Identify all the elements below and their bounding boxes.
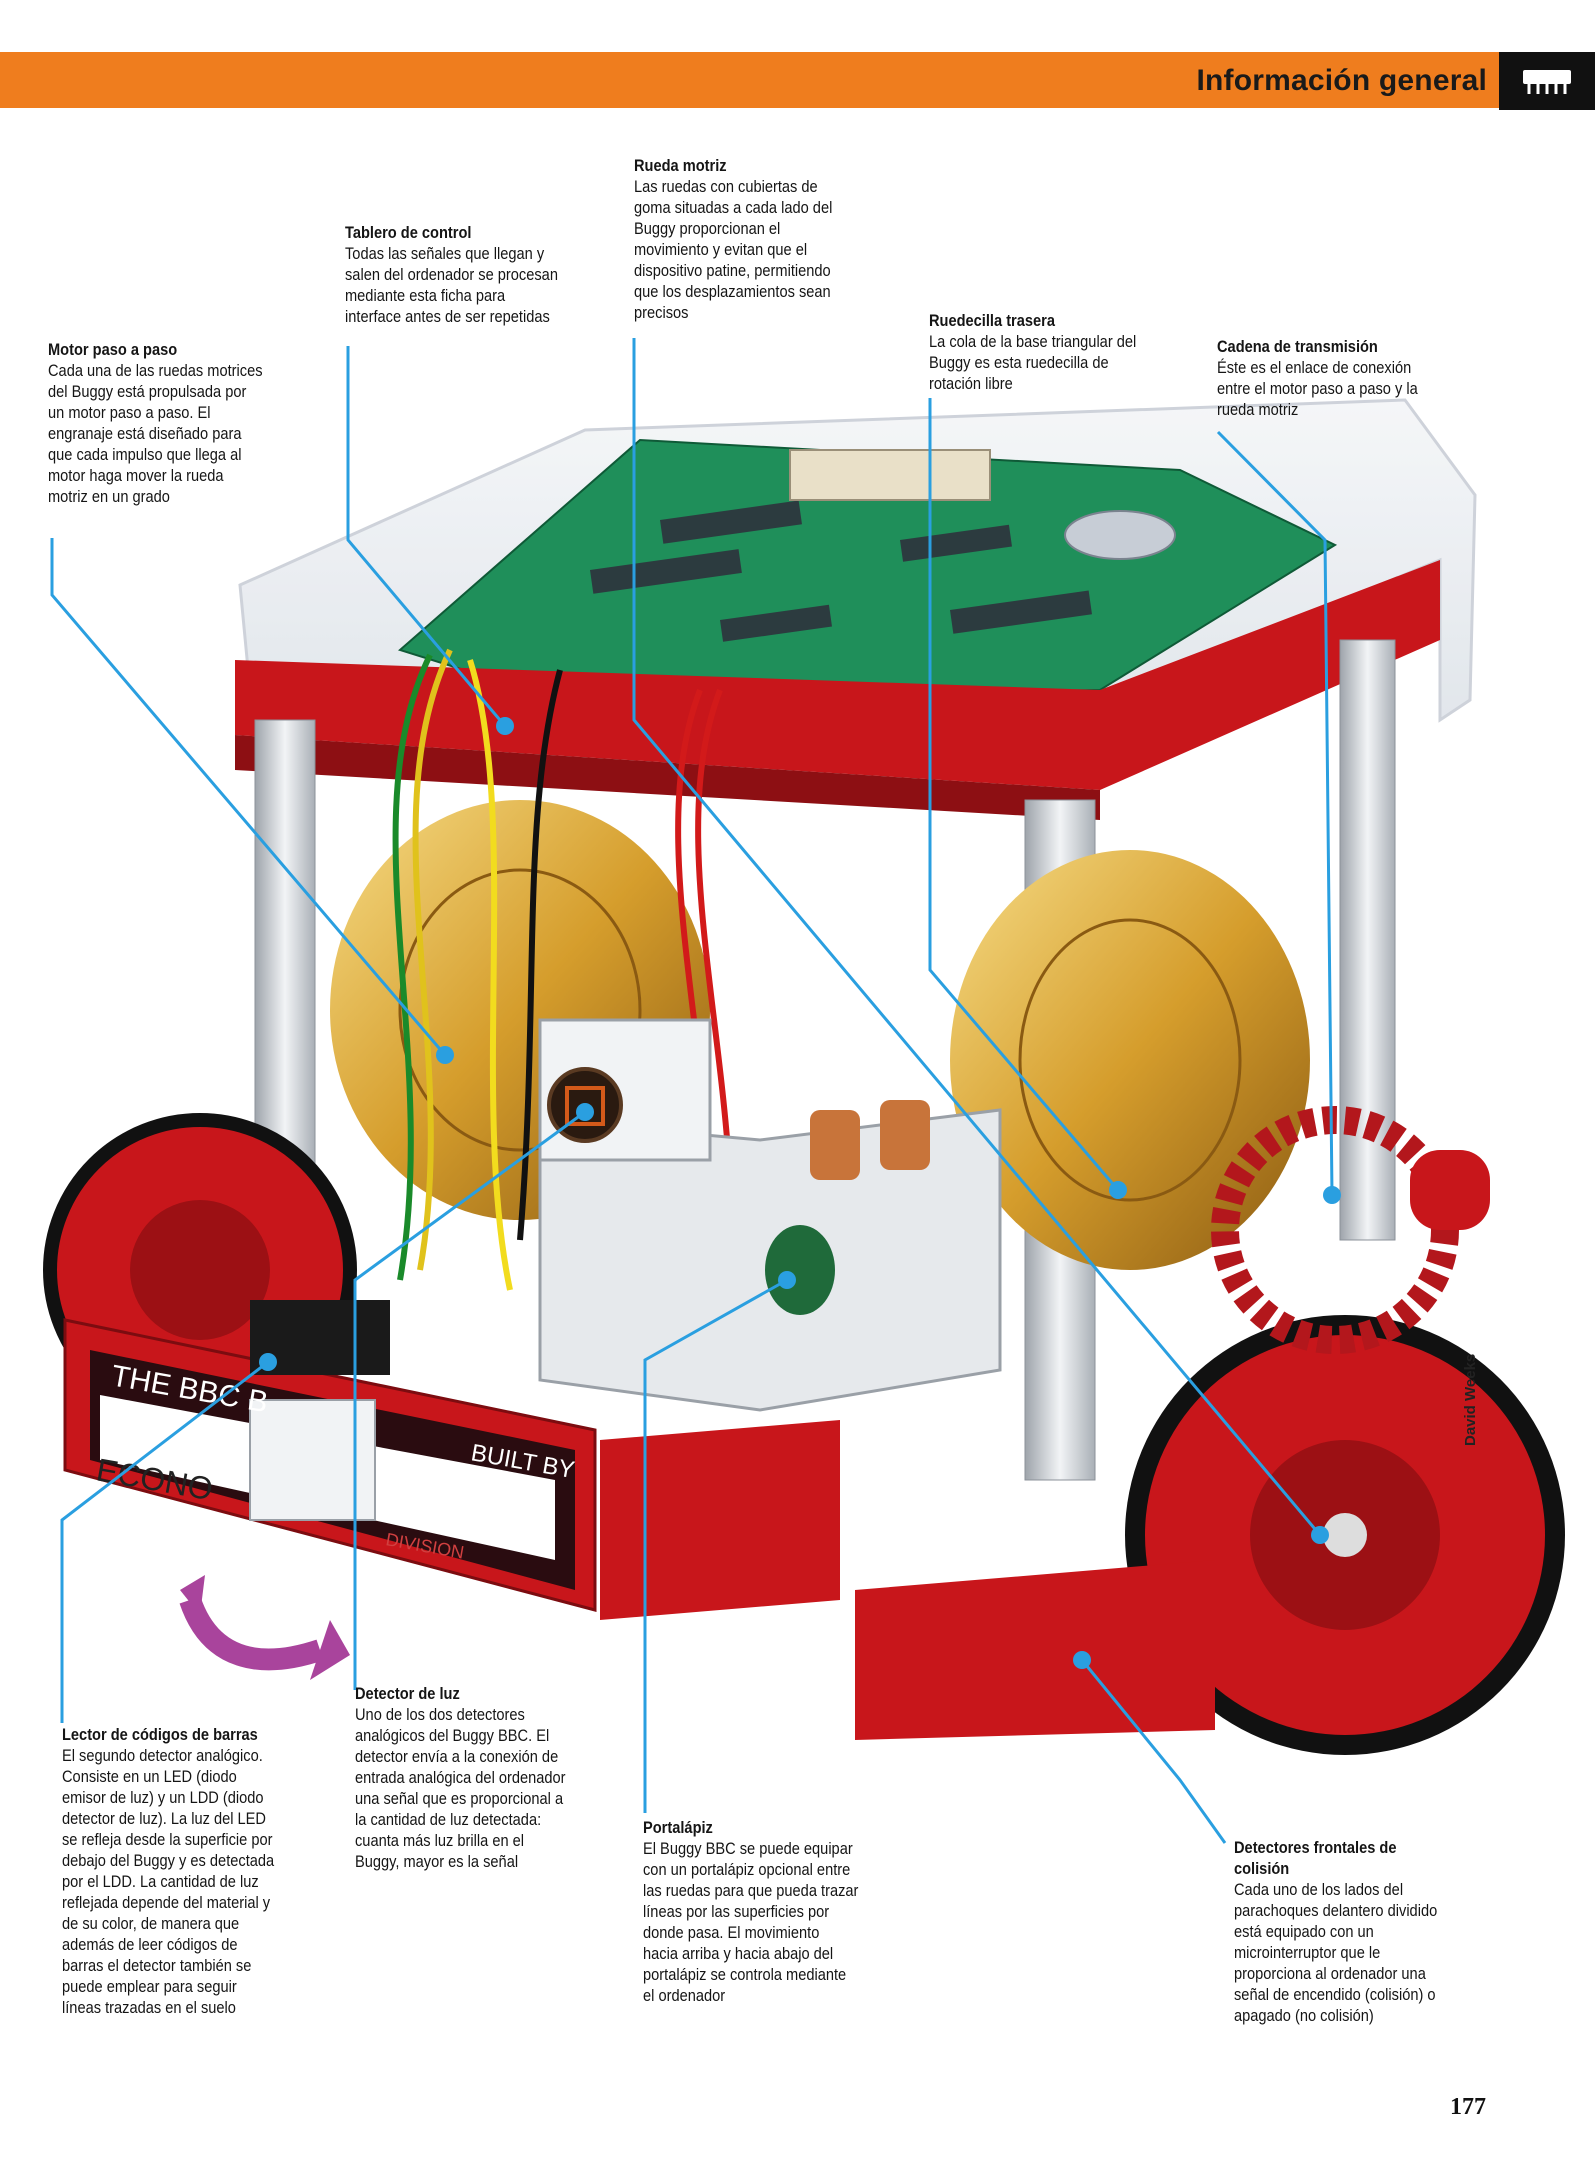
callout-title: Portalápiz — [643, 1818, 713, 1837]
board-connector — [789, 449, 991, 501]
callout-portalapiz: Portalápiz El Buggy BBC se puede equipar… — [643, 1817, 858, 2006]
callout-title: Tablero de control — [345, 223, 472, 242]
chassis-top-band — [235, 560, 1440, 790]
drive-sprocket — [1211, 1106, 1459, 1354]
callout-title: Cadena de transmisión — [1217, 337, 1378, 356]
board-chips — [590, 500, 1092, 642]
page-number: 177 — [1450, 2094, 1486, 2120]
callout-title: Ruedecilla trasera — [929, 311, 1055, 330]
callout-motor: Motor paso a paso Cada una de las ruedas… — [48, 339, 263, 507]
header-bar — [0, 52, 1595, 108]
illustrator-credit: David Weeks — [1462, 1353, 1479, 1446]
callout-cadena: Cadena de transmisión Éste es el enlace … — [1217, 336, 1418, 420]
pen-holder — [765, 1225, 835, 1315]
section-title: Información general — [1196, 64, 1487, 97]
callout-ruedecilla: Ruedecilla trasera La cola de la base tr… — [929, 310, 1136, 394]
callout-text: Todas las señales que llegan y salen del… — [345, 244, 558, 326]
computer-chip-icon — [1523, 70, 1571, 94]
callout-text: El segundo detector analógico. Consiste … — [62, 1746, 275, 2017]
callout-text: Éste es el enlace de conexión entre el m… — [1217, 358, 1418, 419]
callout-text: Uno de los dos detectores analógicos del… — [355, 1705, 566, 1871]
direction-arrow — [179, 1596, 324, 1671]
callout-title: Rueda motriz — [634, 156, 727, 175]
callout-frontales: Detectores frontales de colisión Cada un… — [1234, 1837, 1437, 2026]
callout-rueda: Rueda motriz Las ruedas con cubiertas de… — [634, 155, 832, 323]
capacitor — [1064, 510, 1176, 560]
callout-title: Detectores frontales de colisión — [1234, 1838, 1397, 1878]
motor-shaft-cap — [1410, 1150, 1490, 1230]
leader-dots — [259, 717, 1341, 1669]
callout-detector: Detector de luz Uno de los dos detectore… — [355, 1683, 566, 1872]
stepper-motor-right — [950, 850, 1310, 1270]
callout-text: Las ruedas con cubiertas de goma situada… — [634, 177, 833, 322]
callout-title: Motor paso a paso — [48, 340, 178, 359]
callout-text: El Buggy BBC se puede equipar con un por… — [643, 1839, 859, 2005]
leader-lines — [50, 338, 1334, 1844]
wires — [392, 648, 733, 1291]
solenoid-coils — [810, 1100, 930, 1180]
callout-title: Detector de luz — [355, 1684, 460, 1703]
callout-text: Cada uno de los lados del parachoques de… — [1234, 1880, 1438, 2025]
header-tab — [1499, 52, 1595, 110]
bumper-left — [600, 1420, 840, 1620]
callout-text: Cada una de las ruedas motrices del Bugg… — [48, 361, 263, 506]
callout-text: La cola de la base triangular del Buggy … — [929, 332, 1137, 393]
callout-title: Lector de códigos de barras — [62, 1725, 258, 1744]
callout-tablero: Tablero de control Todas las señales que… — [345, 222, 558, 327]
callout-lector: Lector de códigos de barras El segundo d… — [62, 1724, 274, 2018]
drive-wheel-right — [1125, 1315, 1565, 1755]
frame-post — [1339, 639, 1396, 1241]
bumper-right — [855, 1560, 1215, 1740]
